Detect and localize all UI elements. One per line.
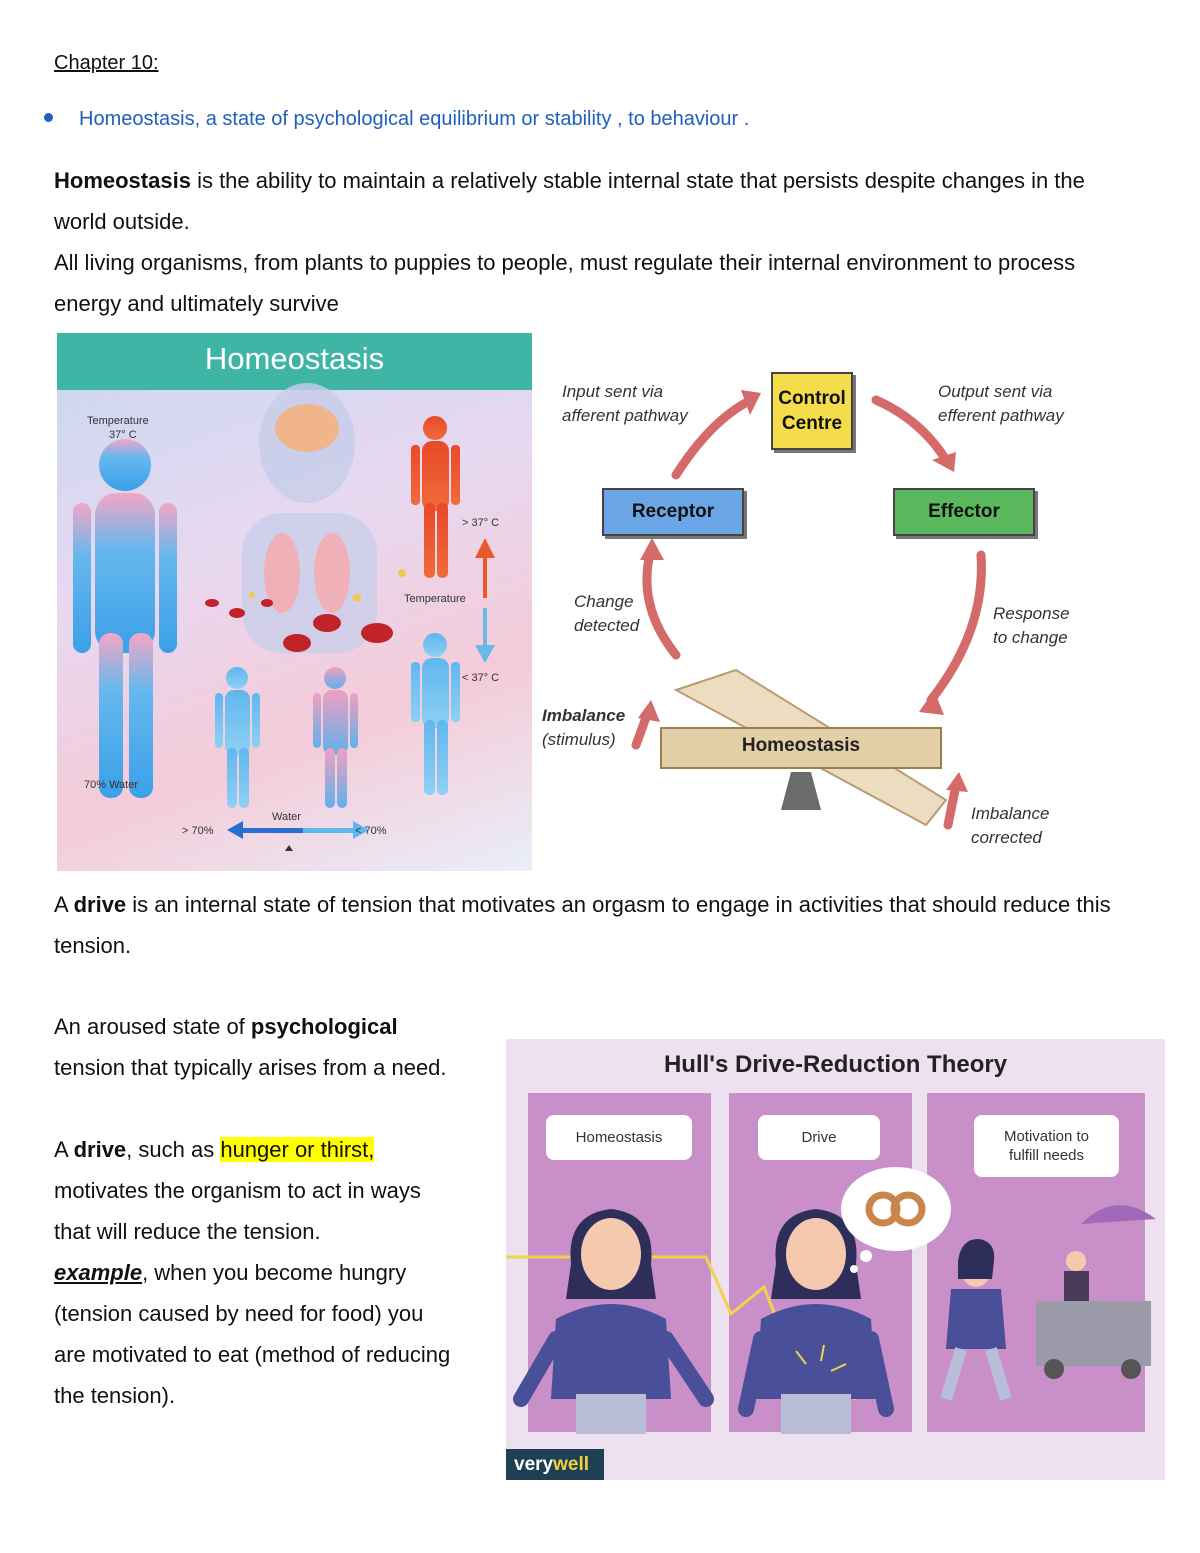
panel-label-homeostasis: Homeostasis [546, 1115, 692, 1160]
drive-paragraph: A drive is an internal state of tension … [54, 884, 1194, 966]
effector-box: Effector [893, 488, 1035, 536]
temp-up-arrow [475, 538, 495, 558]
illustration-graphics [73, 383, 495, 851]
hungry-woman-figure [738, 1209, 894, 1434]
temp-axis-label: Temperature [404, 593, 466, 605]
temp-low-label: < 37° C [462, 672, 500, 684]
hull-title: Hull's Drive-Reduction Theory [663, 1051, 1008, 1078]
temp-down-arrow [475, 645, 495, 663]
cold-body-figure [411, 633, 460, 795]
homeostasis-paragraph: Homeostasis is the ability to maintain a… [54, 160, 1174, 324]
pretzel-icon [865, 1191, 926, 1227]
panel-label-motivation: Motivation to fulfill needs [974, 1115, 1119, 1177]
para1-line4: energy and ultimately survive [54, 291, 339, 316]
water-low-label: < 70% [355, 825, 387, 837]
bullet-icon [44, 113, 53, 123]
column-line9: the tension). [54, 1383, 176, 1408]
bullet-text: Homeostasis, a state of psychological eq… [79, 108, 750, 130]
hot-body-figure [411, 416, 460, 578]
temp-normal-value: 37° C [109, 429, 137, 441]
bullet-item: Homeostasis, a state of psychological eq… [44, 108, 749, 131]
column-line4: motivates the organism to act in ways [54, 1178, 421, 1203]
temp-normal-label: Temperature [87, 415, 149, 427]
column-line5: that will reduce the tension. [54, 1219, 321, 1244]
water-right-arrow [353, 821, 369, 839]
particles [249, 569, 406, 602]
term-drive-2: drive [73, 1137, 127, 1162]
panel-label-drive: Drive [758, 1115, 880, 1160]
seesaw-homeostasis-label: Homeostasis [741, 735, 861, 756]
highlighted-hunger-thirst: hunger or thirst, [220, 1137, 375, 1162]
column-line2: tension that typically arises from a nee… [54, 1055, 447, 1080]
homeostasis-illustration: Homeostasis [57, 333, 532, 871]
column-line7: (tension caused by need for food) you [54, 1301, 424, 1326]
walking-woman-figure [940, 1239, 1012, 1401]
water-normal-label: 70% Water [84, 779, 139, 791]
para1-line1: is the ability to maintain a relatively … [190, 168, 1085, 193]
water-left-arrow [227, 821, 243, 839]
para1-line2: world outside. [54, 209, 190, 234]
temp-high-label: > 37° C [462, 517, 500, 529]
receptor-box: Receptor [602, 488, 744, 536]
term-drive: drive [73, 892, 127, 917]
cycle-arrows [631, 390, 986, 830]
calm-woman-figure [513, 1209, 714, 1434]
drive-line2: tension. [54, 933, 132, 958]
large-body-figure [73, 439, 177, 798]
drive-explanation-column: An aroused state of psychological tensio… [54, 1006, 494, 1416]
illustration-title: Homeostasis [204, 341, 385, 376]
water-axis-label: Water [272, 811, 301, 823]
hull-drive-reduction-figure: Hull's Drive-Reduction Theory Homeostasi… [506, 1039, 1165, 1480]
water-high-label: > 70% [182, 825, 214, 837]
imbalance-caption: Imbalance(stimulus) [542, 706, 626, 749]
example-label: example [54, 1260, 143, 1285]
hydrated-body-figure [313, 667, 358, 808]
head-lungs-figure [242, 383, 377, 653]
illustration-banner [57, 333, 532, 390]
hull-illustrations [506, 1167, 1156, 1434]
para1-line3: All living organisms, from plants to pup… [54, 250, 1076, 275]
term-psychological: psychological [250, 1014, 398, 1039]
term-homeostasis: Homeostasis [54, 168, 191, 193]
drive-line1: is an internal state of tension that mot… [126, 892, 1111, 917]
vendor-cart [1036, 1205, 1156, 1379]
chapter-heading: Chapter 10: [54, 52, 159, 74]
verywell-logo: verywell [506, 1449, 604, 1480]
dehydrated-body-figure [215, 667, 260, 808]
column-line8: are motivated to eat (method of reducing [54, 1342, 451, 1367]
blood-cells [205, 599, 393, 652]
